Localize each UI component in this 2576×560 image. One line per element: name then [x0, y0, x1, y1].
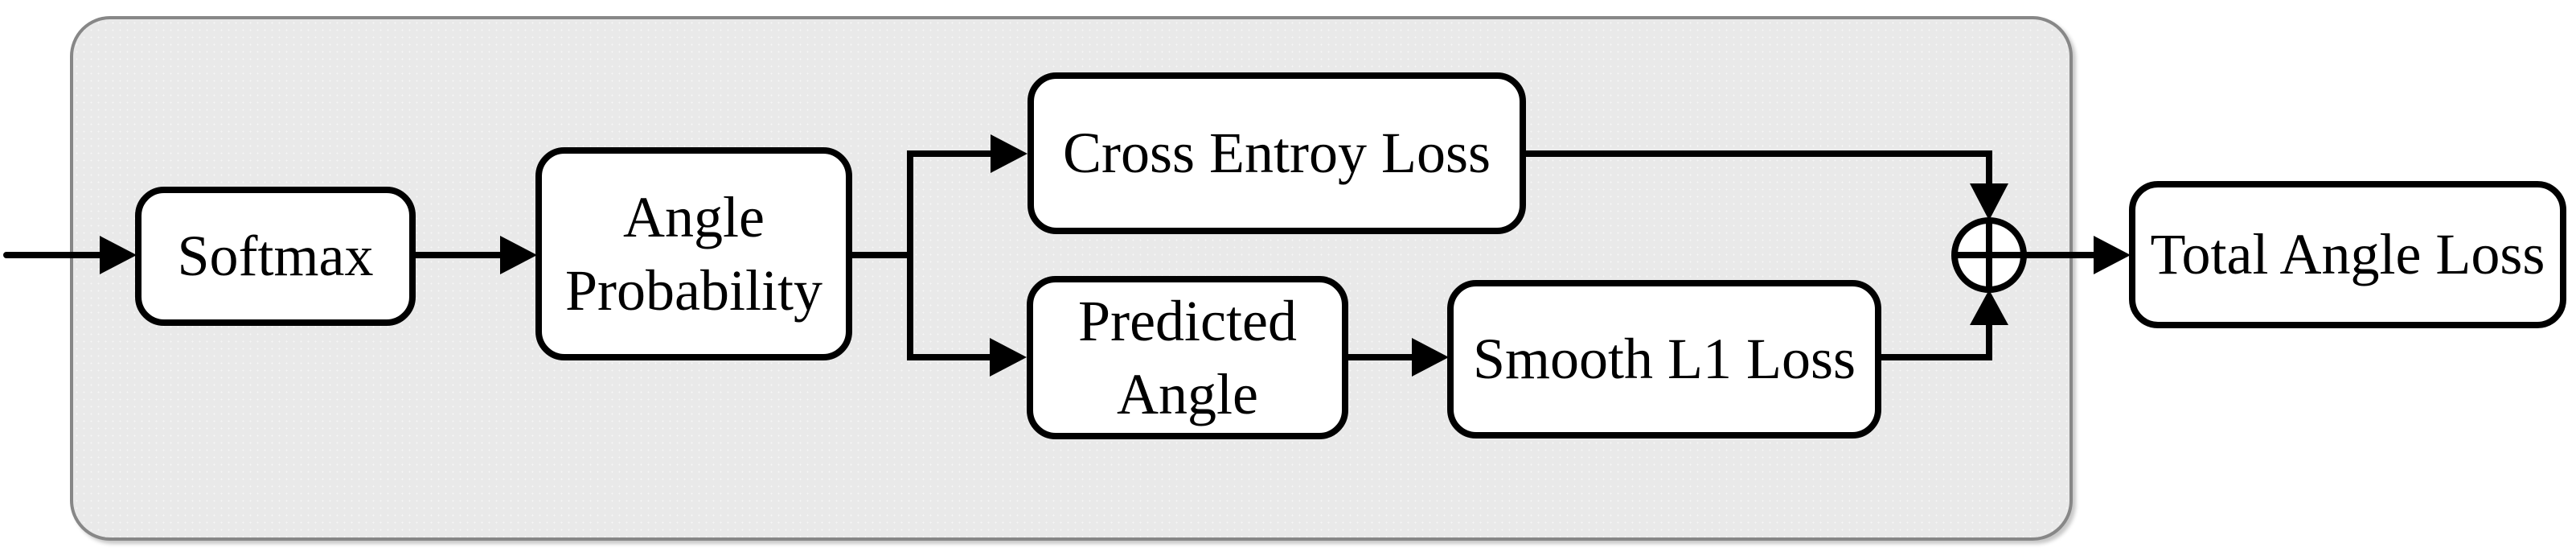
arrowhead-icon: [1412, 338, 1449, 377]
split-bracket: [907, 150, 994, 360]
sum-junction-cross: [1955, 220, 2024, 290]
node-predicted-angle: Predicted Angle: [1027, 276, 1348, 439]
node-label: Predicted Angle: [1078, 288, 1297, 426]
edge-smooth-sum: [1881, 325, 1992, 360]
node-total-angle-loss: Total Angle Loss: [2129, 181, 2566, 328]
node-smooth-l1-loss: Smooth L1 Loss: [1447, 280, 1881, 439]
node-label: Total Angle Loss: [2150, 222, 2545, 287]
node-softmax: Softmax: [135, 187, 416, 326]
arrowhead-icon: [990, 338, 1027, 377]
arrowhead-icon: [500, 236, 537, 274]
arrowhead-icon: [2094, 236, 2131, 274]
arrowhead-icon: [100, 236, 137, 274]
node-label: Angle Probability: [565, 184, 822, 323]
arrowhead-icon: [1970, 290, 2008, 325]
node-angle-probability: Angle Probability: [535, 147, 852, 360]
arrowhead-icon: [1970, 183, 2008, 220]
node-label: Softmax: [177, 224, 374, 289]
node-label: Cross Entroy Loss: [1062, 121, 1491, 186]
arrowhead-icon: [991, 134, 1028, 173]
node-label: Smooth L1 Loss: [1472, 327, 1856, 392]
edge-cross-sum: [1524, 150, 1992, 183]
node-cross-entroy-loss: Cross Entroy Loss: [1028, 72, 1526, 234]
